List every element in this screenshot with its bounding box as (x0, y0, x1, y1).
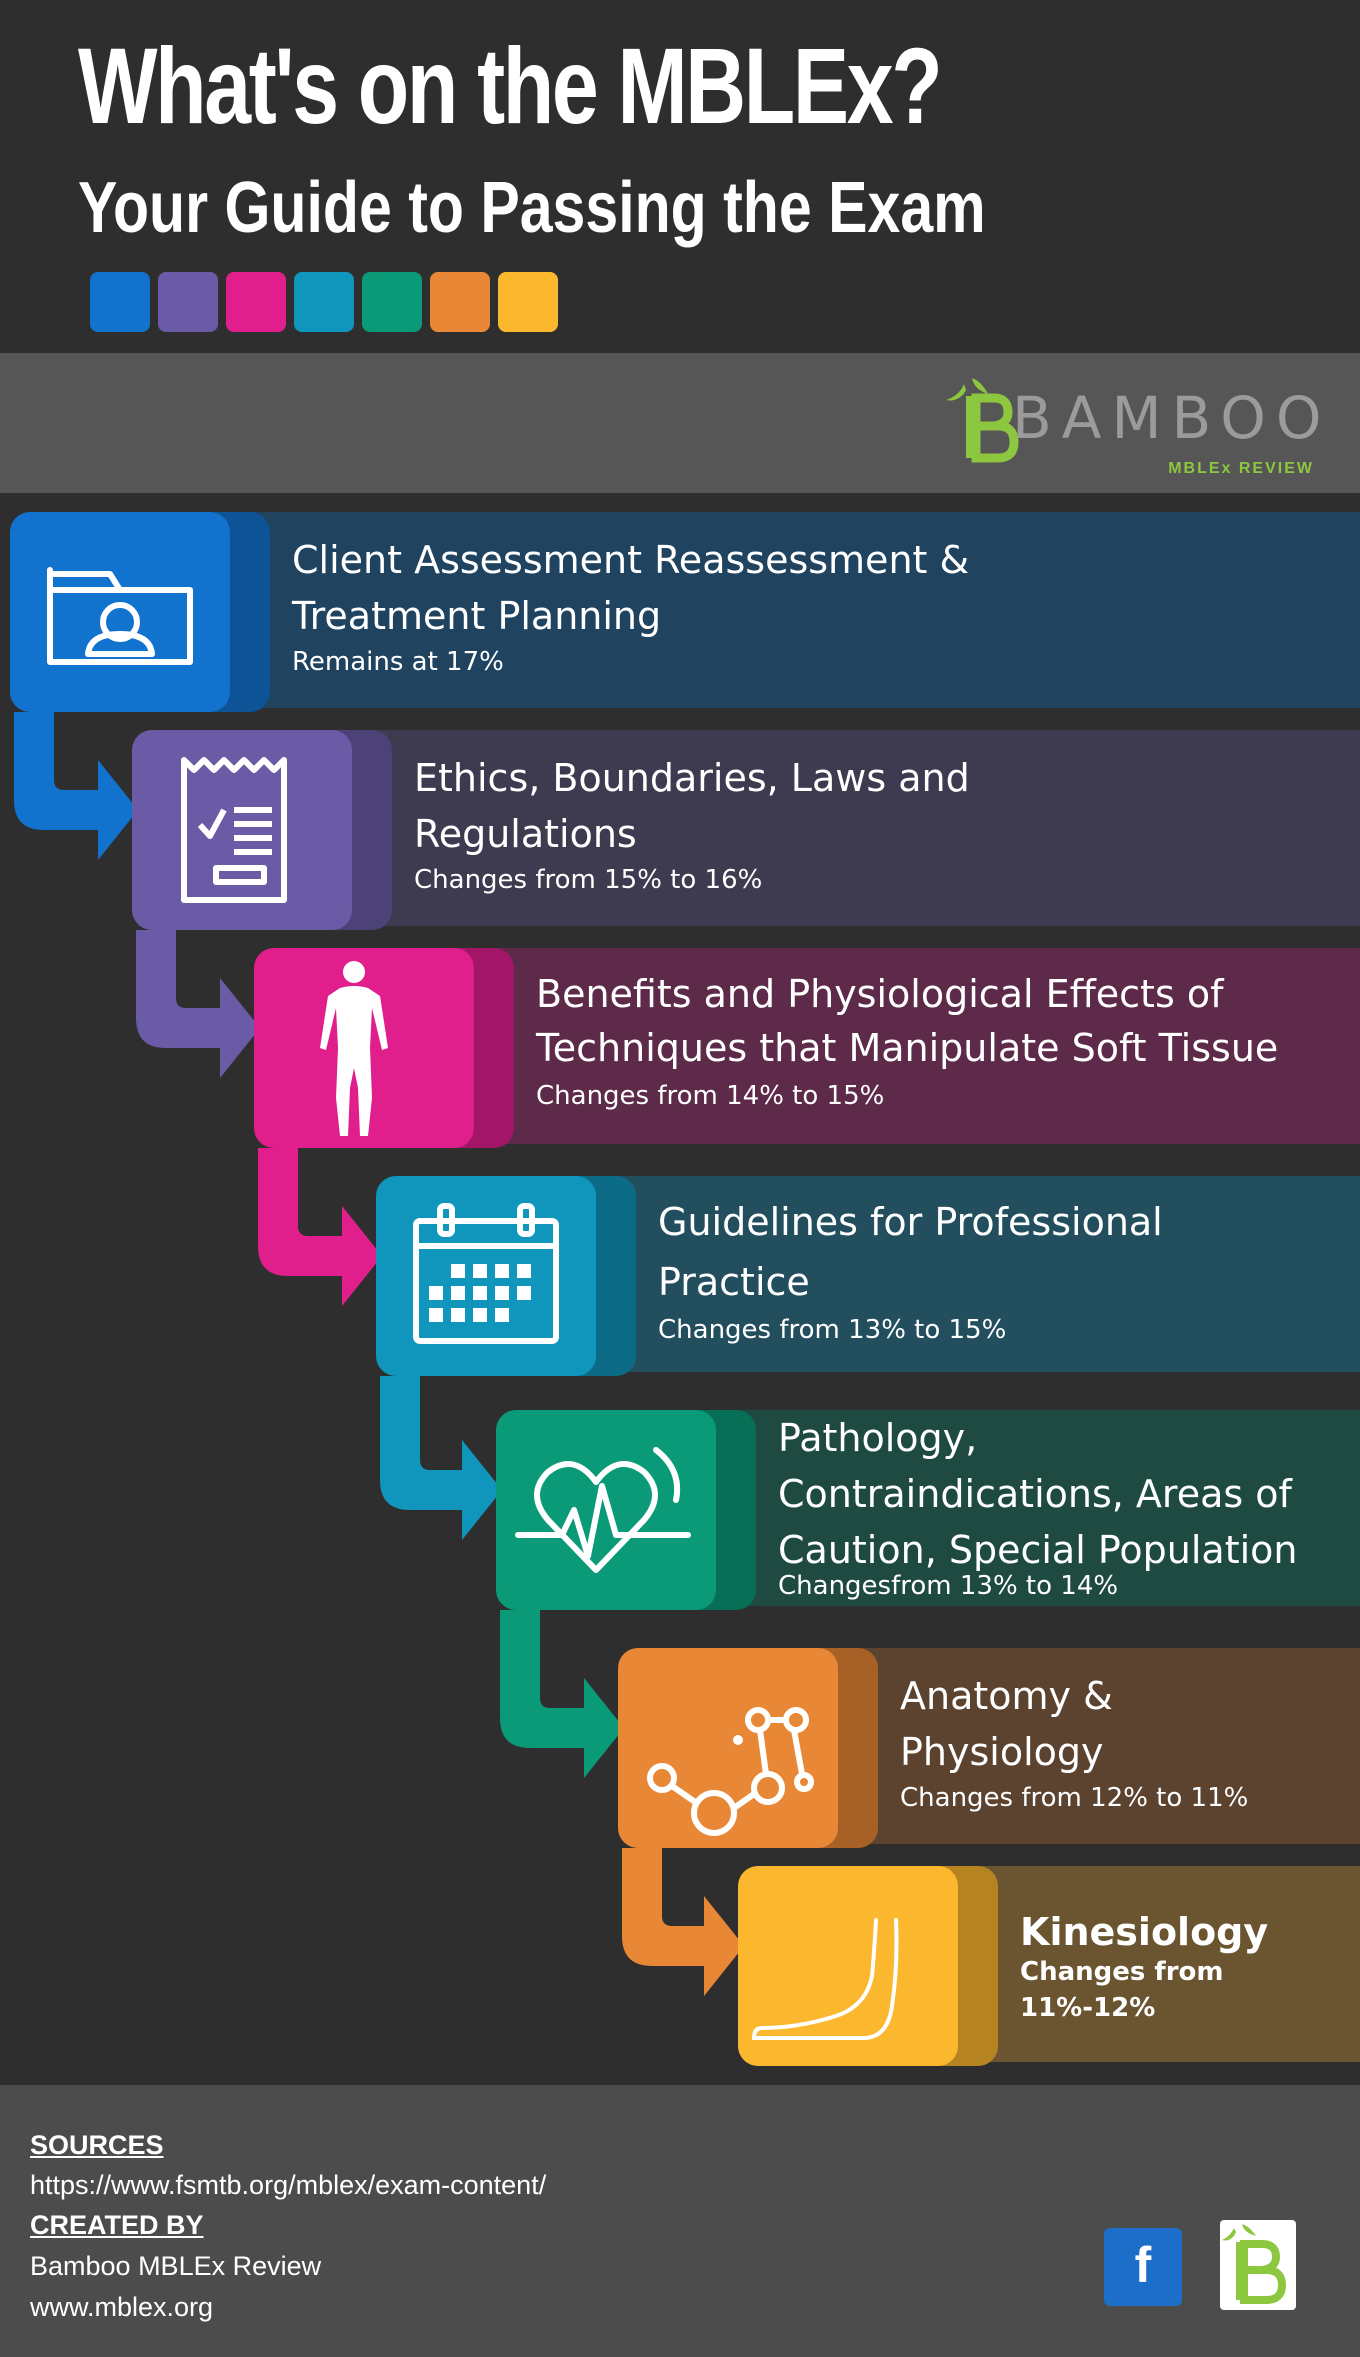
brand-bar (0, 353, 1360, 493)
topic-band (576, 1176, 1360, 1372)
creator-name: Bamboo MBLEx Review (30, 2251, 322, 2281)
topic-change-text: Remains at 17% (292, 647, 504, 677)
topic-title-line: Guidelines for Professional (658, 1200, 1163, 1244)
sources-heading: SOURCES (30, 2130, 164, 2160)
color-swatch (294, 272, 354, 332)
calendar-icon (413, 1203, 559, 1344)
topic-title-line: Treatment Planning (292, 594, 662, 638)
topic-change-text: Changes from 13% to 15% (658, 1315, 1007, 1345)
bamboo-logo: BAMBOO MBLEx REVIEW (942, 370, 1322, 482)
topic-title-line: Pathology, (778, 1416, 978, 1460)
facebook-icon[interactable]: f (1104, 2228, 1182, 2306)
connector-arrow (380, 1376, 502, 1544)
topic-change-text: 11%-12% (1020, 1993, 1156, 2023)
connector-arrow (136, 930, 260, 1082)
topic-title-line: Kinesiology (1020, 1910, 1269, 1954)
client-folder-icon (47, 567, 193, 665)
topic-icon-tile (496, 1410, 716, 1610)
bamboo-mini-logo[interactable] (1220, 2220, 1296, 2310)
topic-icon-tile (132, 730, 352, 930)
color-swatch (362, 272, 422, 332)
topic-change-text: Changes from 14% to 15% (536, 1081, 885, 1111)
topic-band (454, 948, 1360, 1144)
color-swatch (158, 272, 218, 332)
topic-title-line: Client Assessment Reassessment & (292, 538, 970, 582)
website-link[interactable]: www.mblex.org (30, 2292, 214, 2322)
topic-title-line: Anatomy & (900, 1674, 1113, 1718)
checklist-receipt-icon (181, 757, 287, 903)
topic-change-text: Changes from 12% to 11% (900, 1783, 1249, 1813)
connector-arrow (258, 1148, 382, 1310)
topic-band (938, 1866, 1360, 2062)
topic-title-line: Physiology (900, 1730, 1104, 1774)
topic-title-line: Benefits and Physiological Effects of (536, 972, 1224, 1016)
bamboo-leaf-icon (946, 378, 1019, 463)
page-subtitle: Your Guide to Passing the Exam (78, 168, 986, 248)
topic-title-line: Practice (658, 1260, 810, 1304)
color-swatch (430, 272, 490, 332)
connector-arrow (14, 712, 138, 864)
header: What's on the MBLEx? Your Guide to Passi… (0, 0, 1360, 353)
color-swatch (90, 272, 150, 332)
topic-icon-tile (618, 1648, 838, 1848)
facebook-glyph: f (1134, 2237, 1152, 2293)
brand-tagline: MBLEx REVIEW (1168, 460, 1314, 477)
topic-band (332, 730, 1360, 926)
connector-arrow (622, 1848, 744, 2000)
created-by-heading: CREATED BY (30, 2210, 204, 2240)
topic-change-text: Changes from 15% to 16% (414, 865, 763, 895)
molecule-icon (647, 1707, 814, 1836)
topic-change-text: Changes from (1020, 1957, 1224, 1987)
foot-icon (751, 1918, 899, 2040)
topic-title-line: Caution, Special Population (778, 1528, 1298, 1572)
topic-icon-tile (10, 512, 230, 712)
color-swatch (226, 272, 286, 332)
topic-band (210, 512, 1360, 708)
sources-url[interactable]: https://www.fsmtb.org/mblex/exam-content… (30, 2170, 547, 2200)
topic-title-line: Contraindications, Areas of (778, 1472, 1292, 1516)
topic-row: Client Assessment Reassessment & Treatmen… (10, 512, 1360, 712)
topic-change-text: Changesfrom 13% to 14% (778, 1571, 1119, 1601)
footer (0, 2085, 1360, 2357)
topic-icon-tile (738, 1866, 958, 2066)
color-swatch (498, 272, 558, 332)
topic-icon-tile (376, 1176, 596, 1376)
connector-arrow (500, 1610, 624, 1782)
topic-row: Benefits and Physiological Effects of Tec… (254, 948, 1360, 1148)
human-body-icon (320, 961, 388, 1136)
topic-band (818, 1648, 1360, 1844)
heart-pulse-icon (515, 1447, 691, 1573)
topic-title-line: Regulations (414, 812, 637, 856)
topic-row: Pathology, Contraindications, Areas of Cau… (496, 1410, 1360, 1610)
topic-title-line: Techniques that Manipulate Soft Tissue (536, 1026, 1279, 1070)
bamboo-b-icon (1222, 2224, 1287, 2304)
topic-title-line: Ethics, Boundaries, Laws and (414, 756, 970, 800)
topic-band (696, 1410, 1360, 1606)
page-title: What's on the MBLEx? (78, 25, 943, 146)
brand-name: BAMBOO (1012, 384, 1332, 452)
topic-icon-tile (254, 948, 474, 1148)
